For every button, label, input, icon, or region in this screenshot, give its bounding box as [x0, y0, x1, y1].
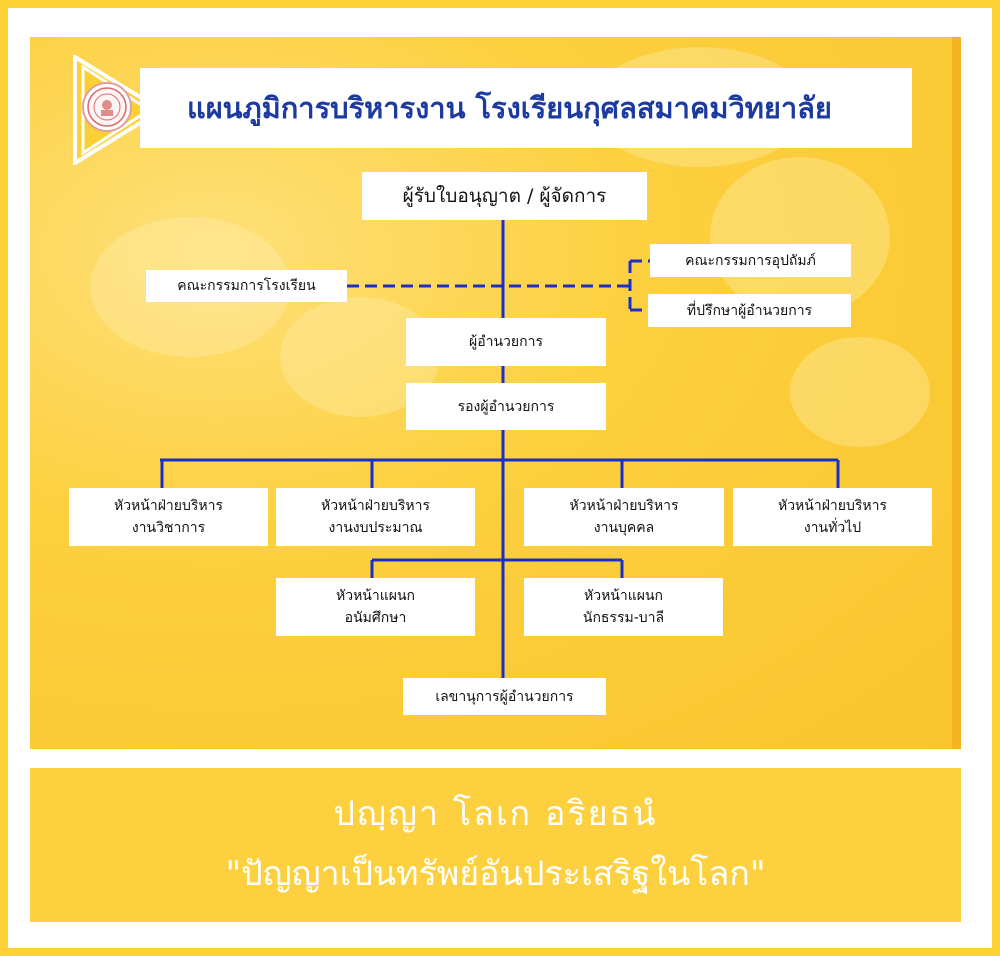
section-box: หัวหน้าแผนก นักธรรม-บาลี	[524, 578, 723, 636]
box-label-line1: หัวหน้าแผนก	[583, 588, 664, 604]
box-label-line1: หัวหน้าฝ่ายบริหาร	[320, 498, 431, 514]
box-label-line2: งานบุคคล	[593, 520, 655, 536]
box-label: ผู้อำนวยการ	[469, 334, 543, 350]
chart-panel	[30, 37, 961, 749]
department-box: หัวหน้าฝ่ายบริหาร งานทั่วไป	[733, 488, 932, 546]
motto-panel	[30, 768, 961, 922]
box-label-line2: งานวิชาการ	[131, 520, 206, 536]
school-committee-box: คณะกรรมการโรงเรียน	[146, 270, 347, 302]
title-bar	[140, 68, 912, 148]
secretary-box: เลขานุการผู้อำนวยการ	[403, 678, 606, 715]
panel-edge	[952, 37, 961, 749]
director-box: ผู้อำนวยการ	[406, 318, 606, 366]
motto-thai: "ปัญญาเป็นทรัพย์อันประเสริฐในโลก"	[225, 854, 766, 894]
school-seal-icon	[82, 82, 132, 132]
motto-pali: ปญฺญา โลเก อริยธนํ	[333, 794, 658, 834]
box-label: ที่ปรึกษาผู้อำนวยการ	[686, 302, 813, 319]
department-box: หัวหน้าฝ่ายบริหาร งานวิชาการ	[69, 488, 268, 546]
director-advisor-box: ที่ปรึกษาผู้อำนวยการ	[648, 294, 851, 327]
licensee-box: ผู้รับใบอนุญาต / ผู้จัดการ	[362, 172, 647, 220]
box-label-line2: งานงบประมาณ	[328, 520, 423, 536]
box-label: รองผู้อำนวยการ	[457, 398, 555, 415]
section-box: หัวหน้าแผนก อนัมศึกษา	[276, 578, 475, 636]
box-label: เลขานุการผู้อำนวยการ	[435, 688, 574, 705]
flower-petal	[710, 157, 890, 317]
department-box: หัวหน้าฝ่ายบริหาร งานงบประมาณ	[276, 488, 475, 546]
box-label-line1: หัวหน้าแผนก	[335, 588, 416, 604]
box-label: คณะกรรมการอุปถัมภ์	[685, 252, 816, 269]
page-title: แผนภูมิการบริหารงาน โรงเรียนกุศลสมาคมวิท…	[187, 91, 832, 125]
department-box: หัวหน้าฝ่ายบริหาร งานบุคคล	[524, 488, 724, 546]
box-label-line2: นักธรรม-บาลี	[582, 610, 665, 626]
box-label: ผู้รับใบอนุญาต / ผู้จัดการ	[402, 185, 607, 207]
box-label: คณะกรรมการโรงเรียน	[177, 278, 316, 294]
box-label-line1: หัวหน้าฝ่ายบริหาร	[569, 498, 679, 514]
box-label-line1: หัวหน้าฝ่ายบริหาร	[113, 498, 224, 514]
box-label-line1: หัวหน้าฝ่ายบริหาร	[777, 498, 888, 514]
deputy-director-box: รองผู้อำนวยการ	[406, 383, 606, 430]
box-label-line2: อนัมศึกษา	[344, 610, 407, 626]
box-label-line2: งานทั่วไป	[803, 520, 862, 536]
patron-committee-box: คณะกรรมการอุปถัมภ์	[650, 244, 851, 277]
flower-petal	[790, 337, 930, 447]
